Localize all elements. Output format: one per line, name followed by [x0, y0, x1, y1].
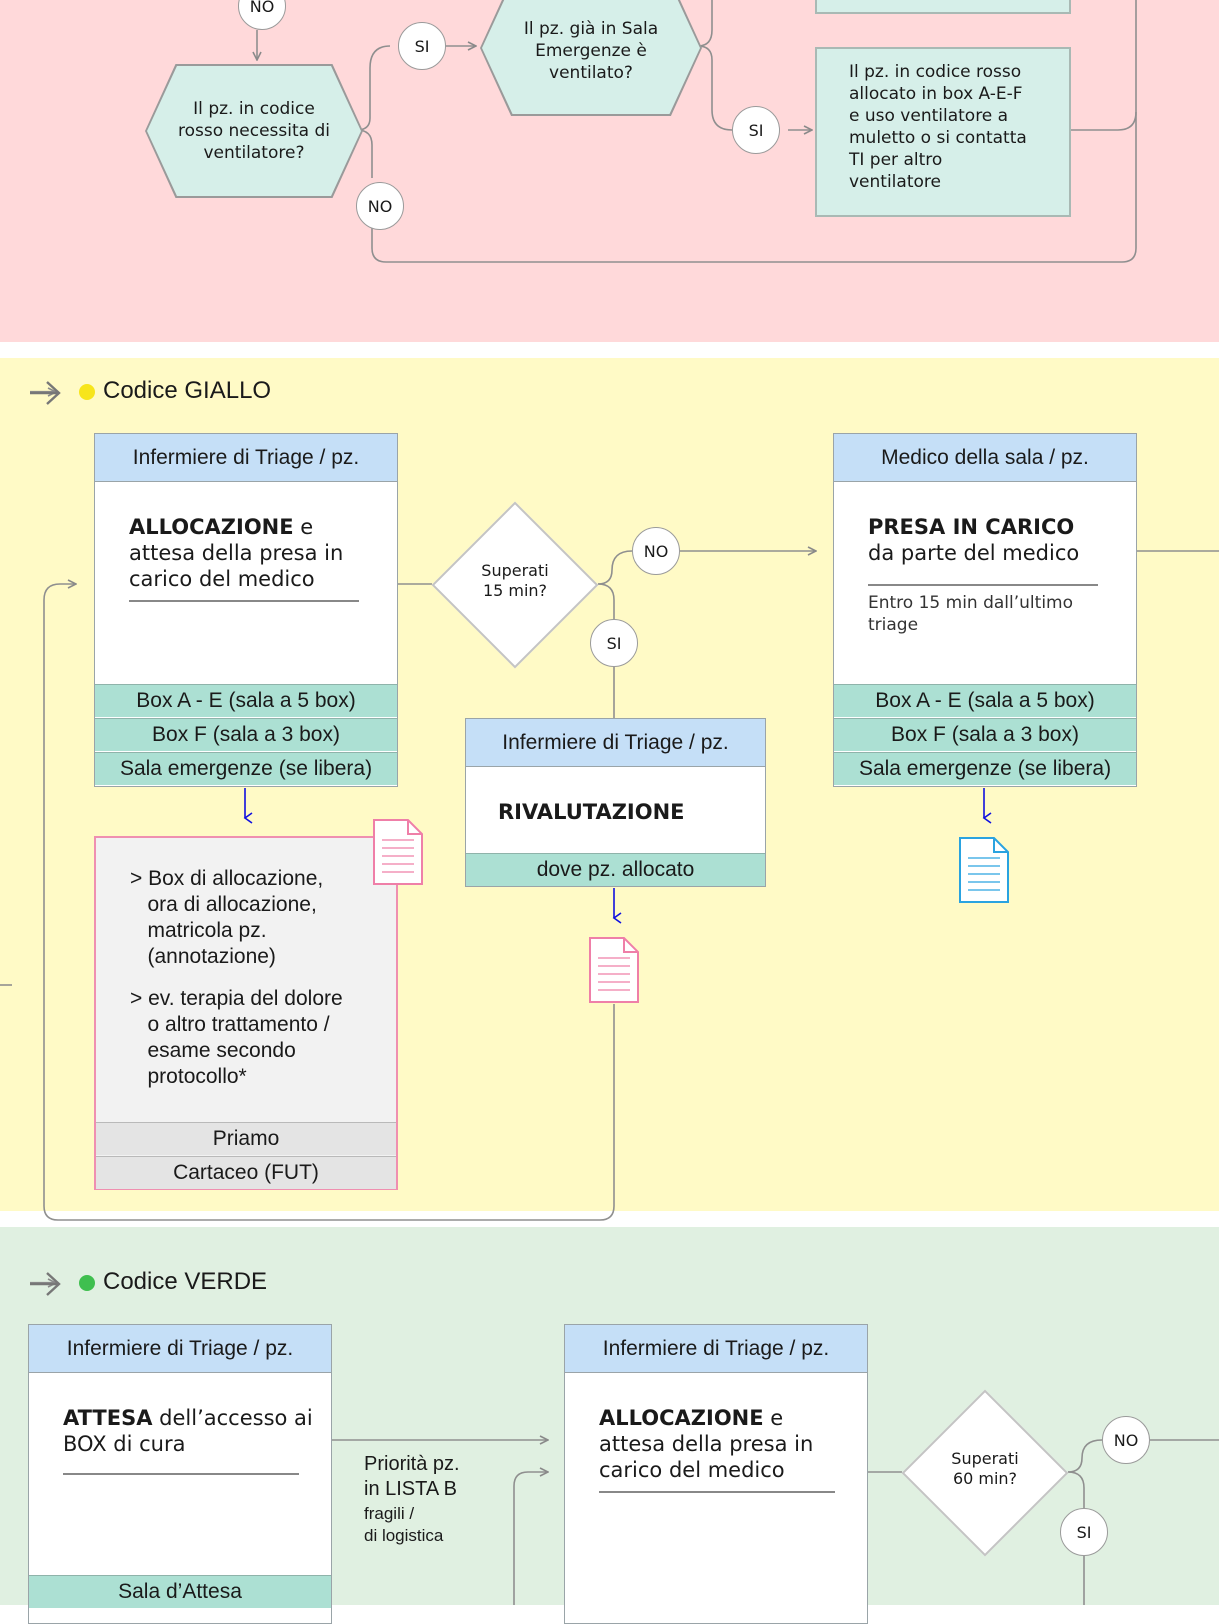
- allocation-text: ALLOCAZIONE e attesa della presa in cari…: [599, 1406, 814, 1482]
- yellow-section-title: Codice GIALLO: [103, 377, 272, 404]
- blue-document-icon: [958, 836, 1010, 908]
- location-row-1: Box A - E (sala a 5 box): [95, 684, 397, 717]
- annotation-notes-box: > Box di allocazione, ora di allocazione…: [94, 836, 398, 1190]
- priority-label: Priorità pz. in LISTA B: [364, 1453, 460, 1500]
- decision-si-circle-1: SI: [398, 22, 446, 70]
- green-section-title: Codice VERDE: [103, 1268, 268, 1295]
- intake-text: PRESA IN CARICO da parte del medico: [868, 515, 1080, 565]
- reassessment-location-row: dove pz. allocato: [466, 853, 765, 886]
- divider: [599, 1491, 835, 1493]
- waiting-card: Infermiere di Triage / pz. ATTESA dell’a…: [28, 1324, 332, 1624]
- card-header: Infermiere di Triage / pz.: [95, 434, 397, 482]
- card-header: Infermiere di Triage / pz.: [565, 1325, 867, 1373]
- pink-document-icon: [372, 818, 424, 890]
- priority-sublabel: fragili / di logistica: [364, 1504, 444, 1545]
- waiting-room-row: Sala d’Attesa: [29, 1575, 331, 1608]
- section-arrow-icon: [28, 1271, 62, 1297]
- decision-no-circle: NO: [1102, 1416, 1150, 1464]
- decision-si-circle: SI: [1060, 1508, 1108, 1556]
- divider: [868, 584, 1098, 586]
- already-ventilated-question: Il pz. già in Sala Emergenze è ventilato…: [482, 0, 700, 114]
- reassessment-card: Infermiere di Triage / pz. RIVALUTAZIONE…: [465, 718, 766, 887]
- section-arrow-icon: [28, 380, 62, 406]
- ventilator-needed-question: Il pz. in codice rosso necessita di vent…: [147, 66, 361, 196]
- note-bullet-1: > Box di allocazione, ora di allocazione…: [130, 867, 324, 968]
- record-row-cartaceo: Cartaceo (FUT): [96, 1156, 396, 1189]
- location-row-2: Box F (sala a 3 box): [834, 718, 1136, 751]
- allocation-card-green: Infermiere di Triage / pz. ALLOCAZIONE e…: [564, 1324, 868, 1624]
- allocation-card-yellow: Infermiere di Triage / pz. ALLOCAZIONE e…: [94, 433, 398, 787]
- waiting-text: ATTESA dell’accesso ai BOX di cura: [63, 1406, 313, 1456]
- location-row-1: Box A - E (sala a 5 box): [834, 684, 1136, 717]
- divider: [129, 600, 359, 602]
- allocation-text: ALLOCAZIONE e attesa della presa in cari…: [129, 515, 344, 591]
- location-row-2: Box F (sala a 3 box): [95, 718, 397, 751]
- location-row-3: Sala emergenze (se libera): [95, 752, 397, 785]
- decision-si-circle-2: SI: [732, 106, 780, 154]
- decision-si-circle: SI: [590, 619, 638, 667]
- top-right-teal-box: [815, 0, 1071, 14]
- doctor-intake-card: Medico della sala / pz. PRESA IN CARICO …: [833, 433, 1137, 787]
- green-dot-icon: [79, 1275, 95, 1291]
- decision-no-circle: NO: [632, 527, 680, 575]
- location-row-3: Sala emergenze (se libera): [834, 752, 1136, 785]
- yellow-dot-icon: [79, 384, 95, 400]
- intake-time-note: Entro 15 min dall’ultimo triage: [868, 593, 1074, 635]
- card-header: Medico della sala / pz.: [834, 434, 1136, 482]
- pink-document-icon: [588, 936, 640, 1008]
- card-header: Infermiere di Triage / pz.: [466, 719, 765, 767]
- decision-no-circle-bottom: NO: [356, 182, 404, 230]
- divider: [63, 1473, 299, 1475]
- note-bullet-2: > ev. terapia del dolore o altro trattam…: [130, 987, 343, 1088]
- reassessment-text: RIVALUTAZIONE: [498, 800, 685, 824]
- card-header: Infermiere di Triage / pz.: [29, 1325, 331, 1373]
- ventilator-action-box: Il pz. in codice rosso allocato in box A…: [815, 47, 1071, 217]
- record-row-priamo: Priamo: [96, 1122, 396, 1155]
